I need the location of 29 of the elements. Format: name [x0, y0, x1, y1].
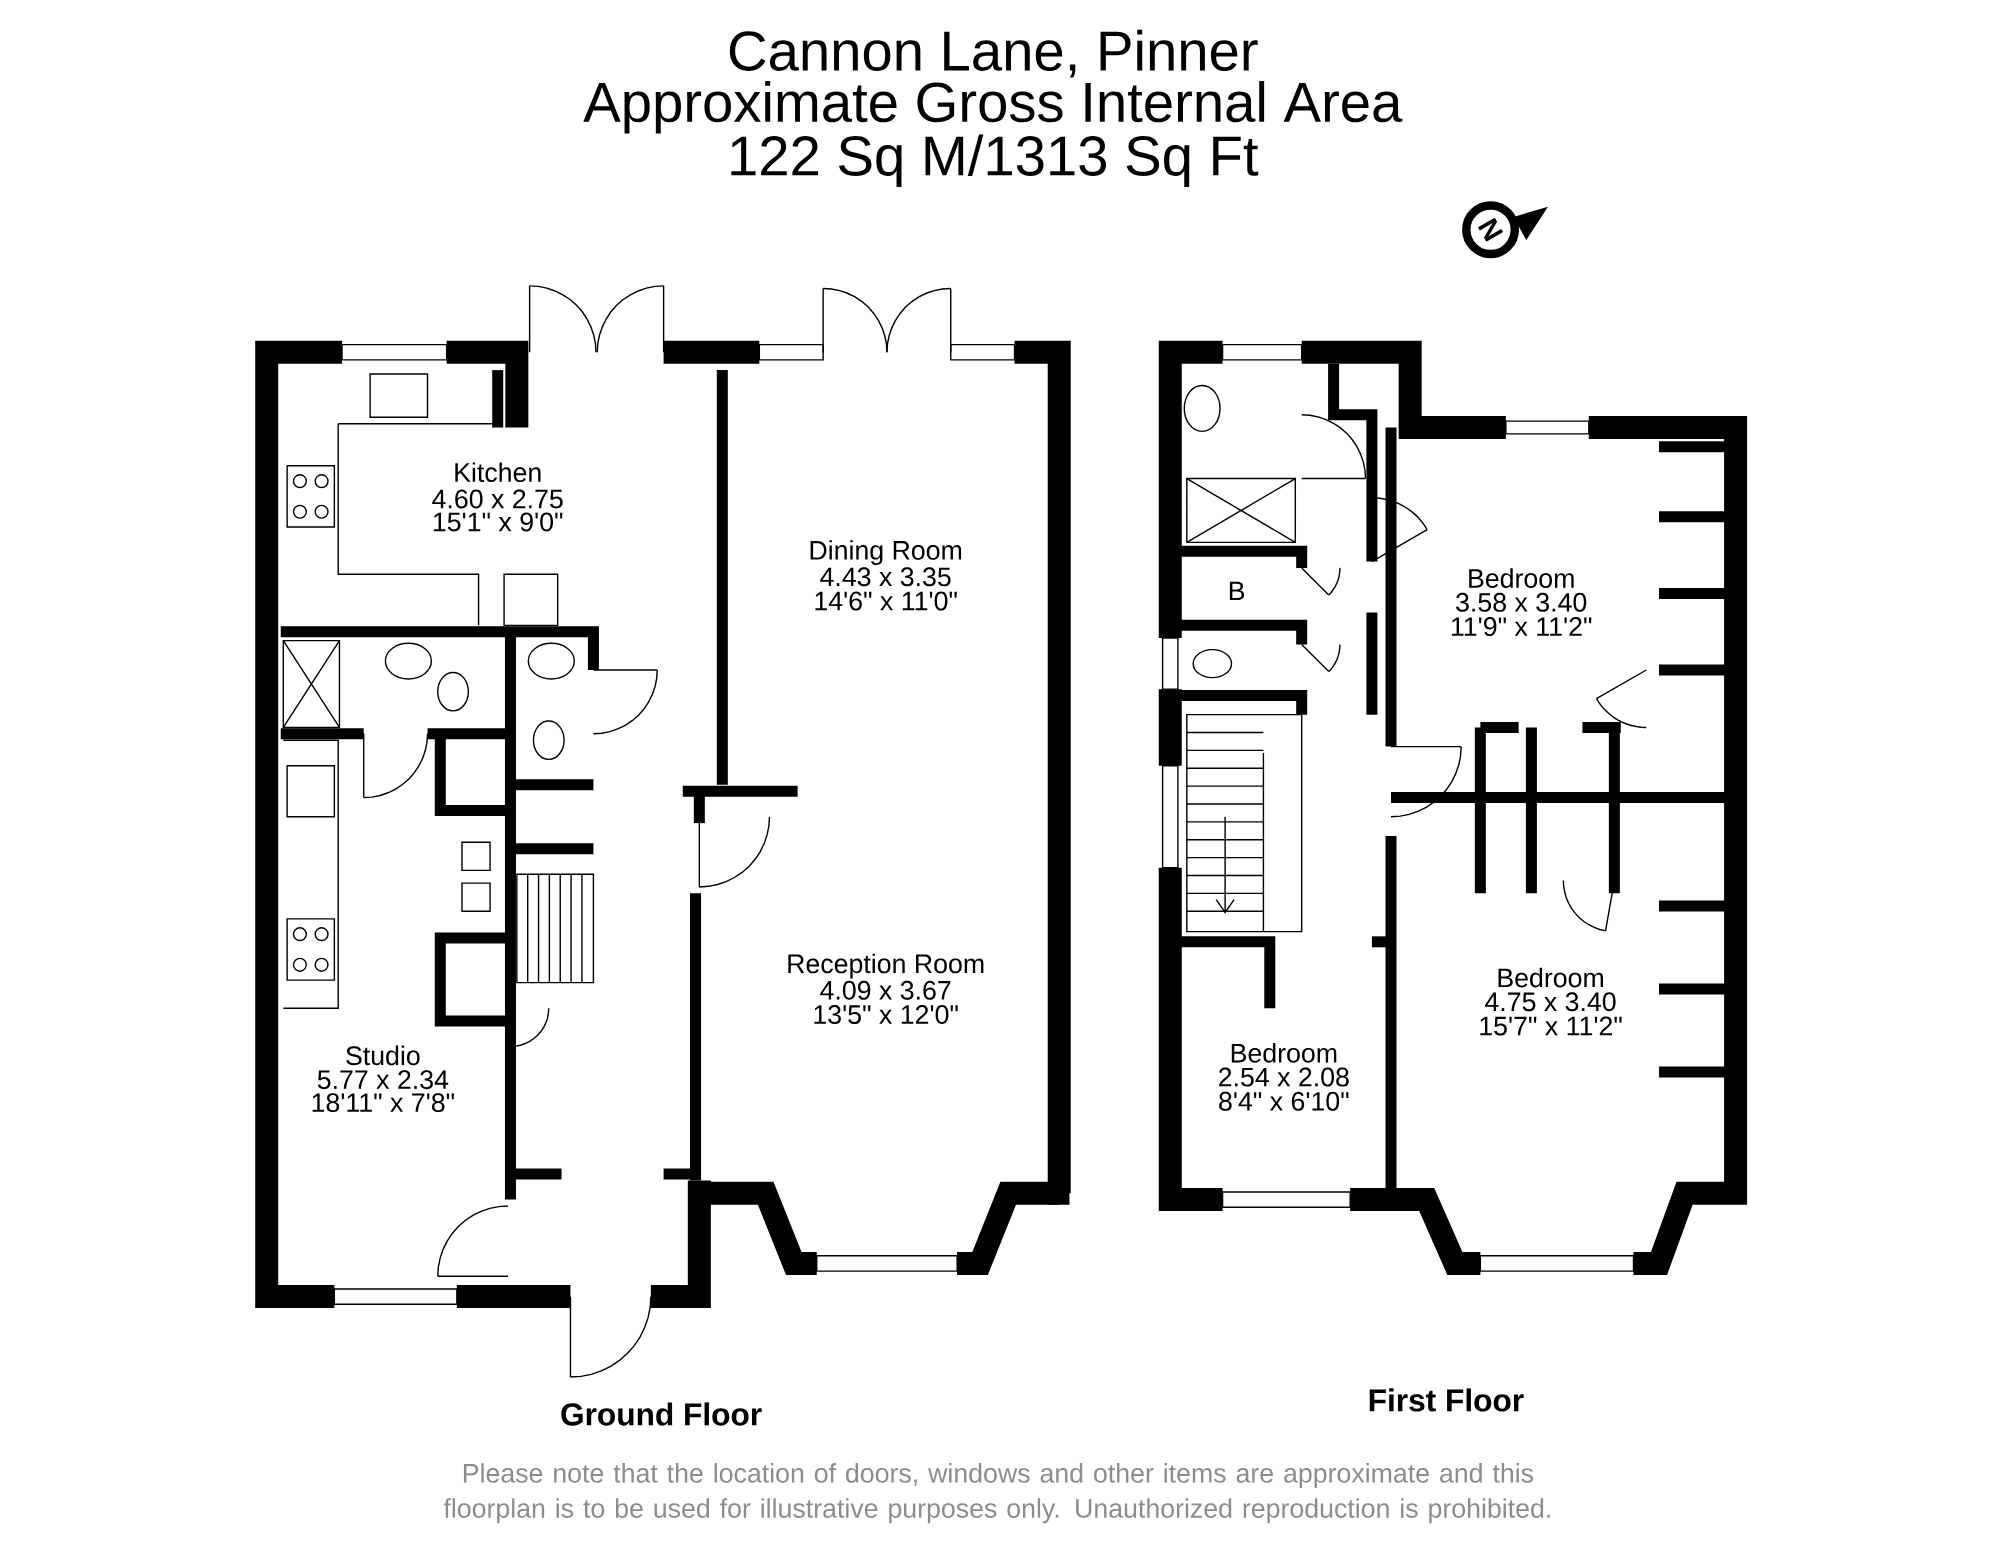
room-dimension: 3.58 x 3.40: [1456, 592, 1587, 612]
room-name: Studio: [346, 1045, 420, 1065]
title-text: Cannon Lane, Pinner: [729, 29, 1258, 78]
compass-letter: N: [1478, 217, 1504, 242]
title-text: Approximate Gross Internal Area: [583, 80, 1403, 134]
room-dimension: 4.60 x 2.75: [432, 489, 563, 509]
floor-label: Ground Floor: [561, 1402, 762, 1426]
room-name: Reception Room: [788, 953, 984, 979]
floor-label: First Floor: [1369, 1388, 1524, 1412]
room-dimension: 4.09 x 3.67: [820, 980, 951, 1000]
room-name: Kitchen: [455, 462, 541, 482]
room-dimension: 11'9" x 11'2": [1451, 616, 1592, 636]
room-dimension: 14'6" x 11'0": [815, 591, 957, 611]
room-dimension: 15'1" x 9'0": [433, 512, 563, 532]
room-dimension: 13'5" x 12'0": [814, 1004, 958, 1024]
room-dimension: 18'11" x 7'8": [312, 1092, 454, 1112]
room-dimension: 5.77 x 2.34: [317, 1069, 449, 1089]
room-name: B: [1229, 581, 1245, 600]
room-name: Bedroom: [1231, 1042, 1337, 1063]
disclaimer-note: Please note that the location of doors, windows and other items are approximate and this floorplan is to be used for illustrative purposes only. Unauthorized reproduction is prohibited.: [443, 1462, 1550, 1523]
room-name: Bedroom: [1498, 967, 1603, 988]
room-dimension: 8'4" x 6'10": [1219, 1091, 1349, 1111]
room-name: Dining Room: [810, 539, 962, 565]
room-dimension: 4.43 x 3.35: [820, 567, 951, 587]
room-dimension: 4.75 x 3.40: [1485, 992, 1616, 1012]
room-name: Bedroom: [1469, 568, 1574, 588]
title-text: 122 Sq M/1313 Sq Ft: [731, 134, 1259, 187]
room-dimension: 15'7" x 11'2": [1480, 1016, 1622, 1036]
room-dimension: 2.54 x 2.08: [1219, 1067, 1349, 1087]
